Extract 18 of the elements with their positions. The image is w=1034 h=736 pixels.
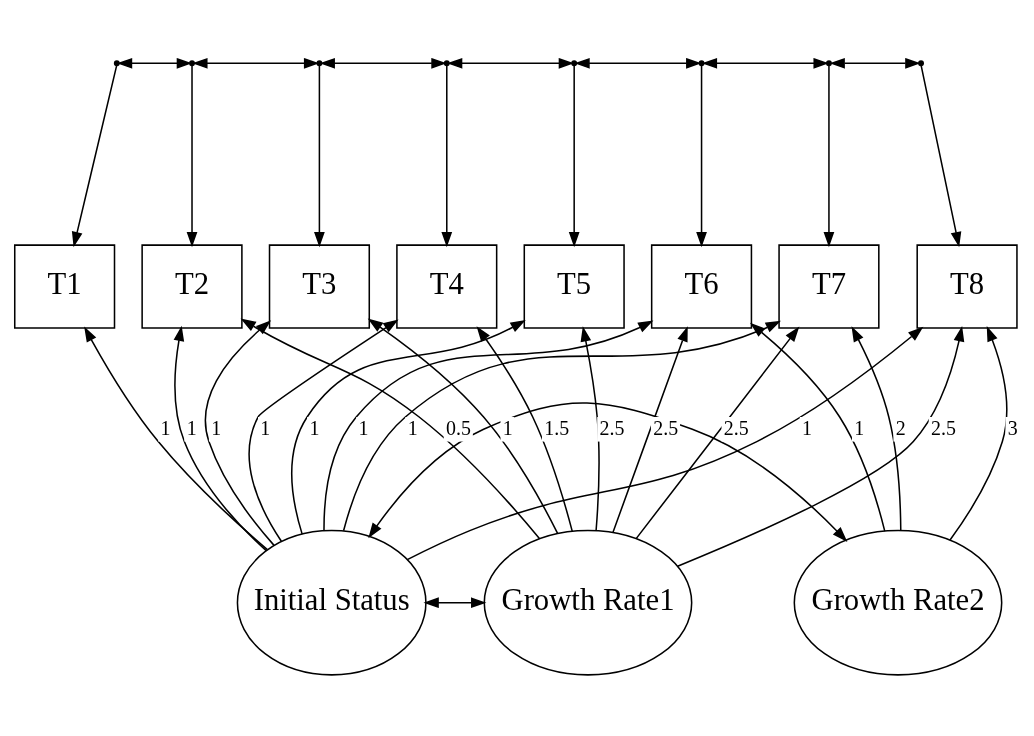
edge-label: 1	[407, 416, 418, 439]
edge-label: 1	[186, 416, 197, 439]
edge-label: 1.5	[544, 416, 570, 439]
edge-label: 1	[260, 416, 271, 439]
edge-label: 2.5	[599, 416, 625, 439]
edge-label: 1	[502, 416, 513, 439]
edge-label: 1	[309, 416, 320, 439]
edge-label: 1	[854, 416, 865, 439]
edge-label: 1	[802, 416, 813, 439]
edge-label: 1	[160, 416, 171, 439]
edge-label: 0.5	[446, 416, 471, 439]
edge-label: 2.5	[653, 416, 679, 439]
edge-label: 2	[895, 416, 906, 439]
edge-label: 3	[1007, 416, 1018, 439]
edge-label: 2.5	[723, 416, 749, 439]
edge-label: 1	[211, 416, 222, 439]
edge-label: 2.5	[931, 416, 956, 439]
edge-label: 1	[358, 416, 369, 439]
